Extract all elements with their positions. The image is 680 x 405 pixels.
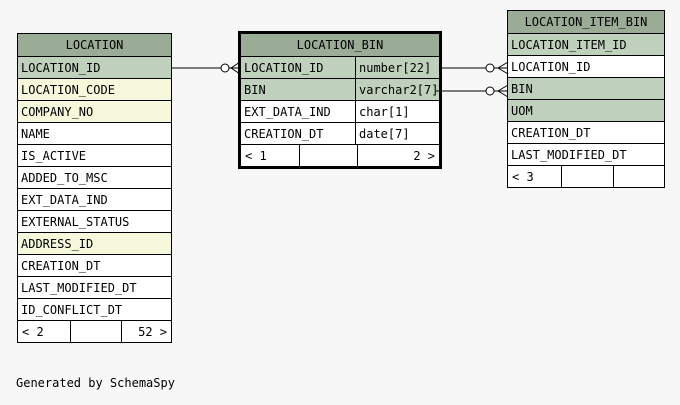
column-last-modified-dt[interactable]: LAST_MODIFIED_DT: [18, 276, 171, 298]
column-name[interactable]: NAME: [18, 122, 171, 144]
column-creation-dt[interactable]: CREATION_DT: [508, 121, 664, 143]
column-creation-dt[interactable]: CREATION_DT: [18, 254, 171, 276]
column-location-id[interactable]: LOCATION_ID: [18, 56, 171, 78]
relationship-location-bin-bin-to-item-bin: [436, 84, 509, 98]
column-id-conflict-dt[interactable]: ID_CONFLICT_DT: [18, 298, 171, 320]
column-last-modified-dt[interactable]: LAST_MODIFIED_DT: [508, 143, 664, 165]
footer-spacer: [70, 321, 121, 342]
generated-by-note: Generated by SchemaSpy: [16, 376, 175, 390]
column-ext-data-ind[interactable]: EXT_DATA_IND: [18, 188, 171, 210]
footer-spacer: [561, 166, 613, 187]
column-location-code[interactable]: LOCATION_CODE: [18, 78, 171, 100]
column-location-item-id[interactable]: LOCATION_ITEM_ID: [508, 33, 664, 55]
footer-spacer: [299, 145, 357, 166]
children-link[interactable]: 52 >: [121, 321, 171, 342]
column-added-to-msc[interactable]: ADDED_TO_MSC: [18, 166, 171, 188]
column-uom[interactable]: UOM: [508, 99, 664, 121]
table-location-item-bin[interactable]: LOCATION_ITEM_BIN LOCATION_ITEM_ID LOCAT…: [507, 10, 665, 188]
relationship-location-bin-id-to-item-bin: [441, 61, 509, 75]
table-footer: < 2 52 >: [18, 320, 171, 342]
parents-link[interactable]: < 3: [512, 170, 534, 184]
table-header[interactable]: LOCATION_BIN: [241, 34, 439, 56]
parents-link[interactable]: < 1: [245, 149, 267, 163]
children-link[interactable]: 2 >: [357, 145, 439, 166]
table-header[interactable]: LOCATION_ITEM_BIN: [508, 11, 664, 33]
table-header[interactable]: LOCATION: [18, 34, 171, 56]
column-company-no[interactable]: COMPANY_NO: [18, 100, 171, 122]
parents-link[interactable]: < 2: [22, 325, 44, 339]
table-footer: < 3: [508, 165, 664, 187]
column-bin[interactable]: BIN: [508, 77, 664, 99]
column-is-active[interactable]: IS_ACTIVE: [18, 144, 171, 166]
column-location-id[interactable]: LOCATION_ID: [508, 55, 664, 77]
footer-spacer: [613, 166, 664, 187]
column-address-id[interactable]: ADDRESS_ID: [18, 232, 171, 254]
table-location[interactable]: LOCATION LOCATION_ID LOCATION_CODE COMPA…: [17, 33, 172, 343]
column-external-status[interactable]: EXTERNAL_STATUS: [18, 210, 171, 232]
table-footer: < 1 2 >: [241, 144, 439, 166]
relationship-location-to-location-bin: [172, 61, 241, 75]
